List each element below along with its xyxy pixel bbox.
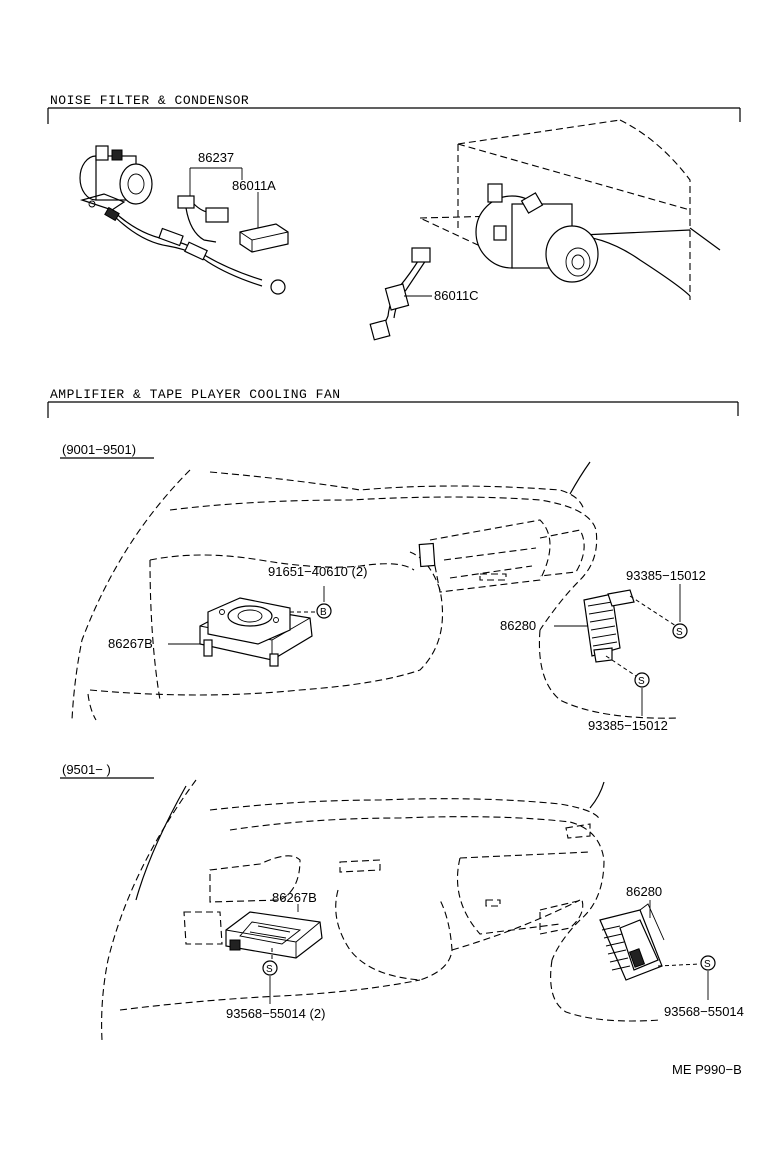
label-86280-a: 86280 bbox=[500, 618, 536, 633]
symbol-s-a1 bbox=[672, 623, 688, 639]
label-86237: 86237 bbox=[198, 150, 234, 165]
amplifier-86267b-b bbox=[225, 904, 323, 960]
fan-86280-a bbox=[583, 589, 677, 677]
dashboard-drawing-a bbox=[71, 461, 681, 721]
noise-filter-drawing bbox=[79, 145, 289, 295]
dashboard-drawing-b bbox=[101, 779, 661, 1041]
label-93568-55014-right: 93568−55014 bbox=[664, 1004, 744, 1019]
label-86280-b: 86280 bbox=[626, 884, 662, 899]
range-9501: (9501− ) bbox=[62, 762, 111, 777]
fan-86280-b bbox=[599, 903, 701, 981]
footer-code: ME P990−B bbox=[672, 1062, 742, 1077]
section-bracket bbox=[47, 107, 741, 124]
symbol-s-a2 bbox=[634, 672, 650, 688]
symbol-b-a bbox=[316, 603, 332, 619]
label-93385-15012-top: 93385−15012 bbox=[626, 568, 706, 583]
alternator-drawing bbox=[369, 119, 721, 341]
symbol-b-letter: B bbox=[320, 607, 327, 618]
label-86011c: 86011C bbox=[434, 288, 479, 303]
section-noise-filter-header: NOISE FILTER & CONDENSOR bbox=[47, 93, 741, 124]
symbol-s-b2 bbox=[700, 955, 716, 971]
label-93385-15012-bottom: 93385−15012 bbox=[588, 718, 668, 733]
label-93568-55014-left: 93568−55014 (2) bbox=[226, 1006, 325, 1021]
section-amplifier-header: AMPLIFIER & TAPE PLAYER COOLING FAN bbox=[47, 387, 739, 418]
label-91651-40610: 91651−40610 (2) bbox=[268, 564, 367, 579]
label-86011a: 86011A bbox=[232, 178, 276, 193]
section-title-amplifier: AMPLIFIER & TAPE PLAYER COOLING FAN bbox=[50, 387, 341, 402]
label-86267b-a: 86267B bbox=[108, 636, 153, 651]
range-9001-9501: (9001−9501) bbox=[62, 442, 136, 457]
label-86267b-b: 86267B bbox=[272, 890, 317, 905]
symbol-s-b1 bbox=[262, 960, 278, 976]
symbol-s-b1-letter: S bbox=[266, 964, 273, 975]
symbol-s-a2-letter: S bbox=[638, 676, 645, 687]
amplifier-86267b-a bbox=[199, 597, 318, 667]
section-bracket-2 bbox=[47, 401, 739, 418]
symbol-s-a1-letter: S bbox=[676, 627, 683, 638]
section-title-noise-filter: NOISE FILTER & CONDENSOR bbox=[50, 93, 249, 108]
symbol-s-b2-letter: S bbox=[704, 959, 711, 970]
